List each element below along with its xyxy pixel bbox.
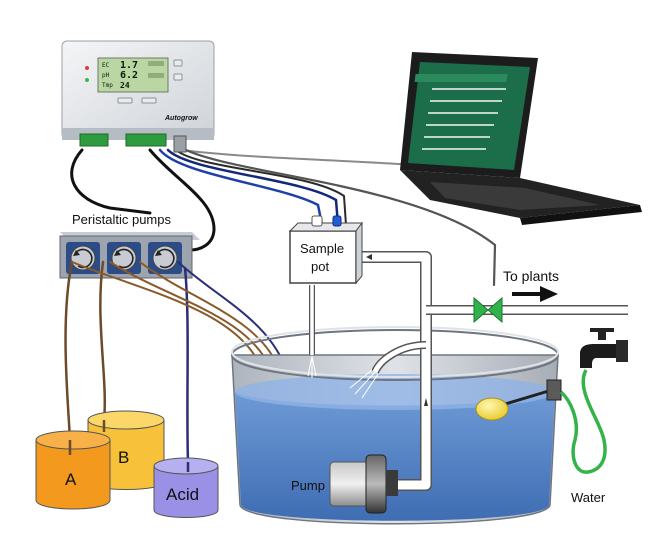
peristaltic-pumps-unit [59,232,200,279]
laptop-icon [400,52,642,225]
ph-label: pH [102,72,110,79]
terminal-block-mid [125,133,167,147]
valve-icon[interactable] [473,296,503,324]
pump-head-1 [66,242,100,274]
ph-value: 6.2 [120,70,138,81]
controller-brand: Autogrow [164,115,198,122]
reservoir [231,326,559,525]
float-switch-icon [475,379,562,421]
peristaltic-pumps-label: Peristaltic pumps [72,212,171,227]
faucet-icon[interactable] [580,328,628,368]
pump-label: Pump [291,478,325,493]
tank-a [35,430,111,510]
pipework [309,251,628,491]
ec-value: 1.7 [120,60,138,71]
sensor-connector [173,135,187,153]
ec-label: EC [102,62,110,69]
status-led-green [85,78,89,82]
controller-unit: EC 1.7 pH 6.2 Tmp 24 Autogrow [61,40,215,153]
tank-tubes [68,420,190,472]
sample-pot-label-2: pot [311,259,329,274]
pump-head-3 [148,242,182,274]
status-led-red [85,66,89,70]
water-label: Water [571,490,606,505]
tank-acid-label: Acid [166,485,199,504]
controller-button-up[interactable] [173,59,183,67]
controller-button-left[interactable] [117,97,133,104]
terminal-block-left [79,133,109,147]
controller-screen: EC 1.7 pH 6.2 Tmp 24 [97,57,169,93]
controller-button-down[interactable] [173,73,183,81]
to-plants-label: To plants [503,268,559,284]
sample-pot [288,215,363,285]
spray [307,355,379,399]
tank-a-label: A [65,470,77,489]
tank-b-label: B [118,448,129,467]
water-hose [559,369,607,474]
temp-value: 24 [120,81,130,90]
pump-icon [329,454,398,514]
arrow-right-icon [512,286,558,302]
sample-pot-label: Sample [300,241,344,256]
controller-button-right[interactable] [141,97,157,104]
tank-acid [153,457,219,518]
flow-arrows [366,254,428,406]
temp-label: Tmp [102,82,113,89]
cables [70,148,497,287]
